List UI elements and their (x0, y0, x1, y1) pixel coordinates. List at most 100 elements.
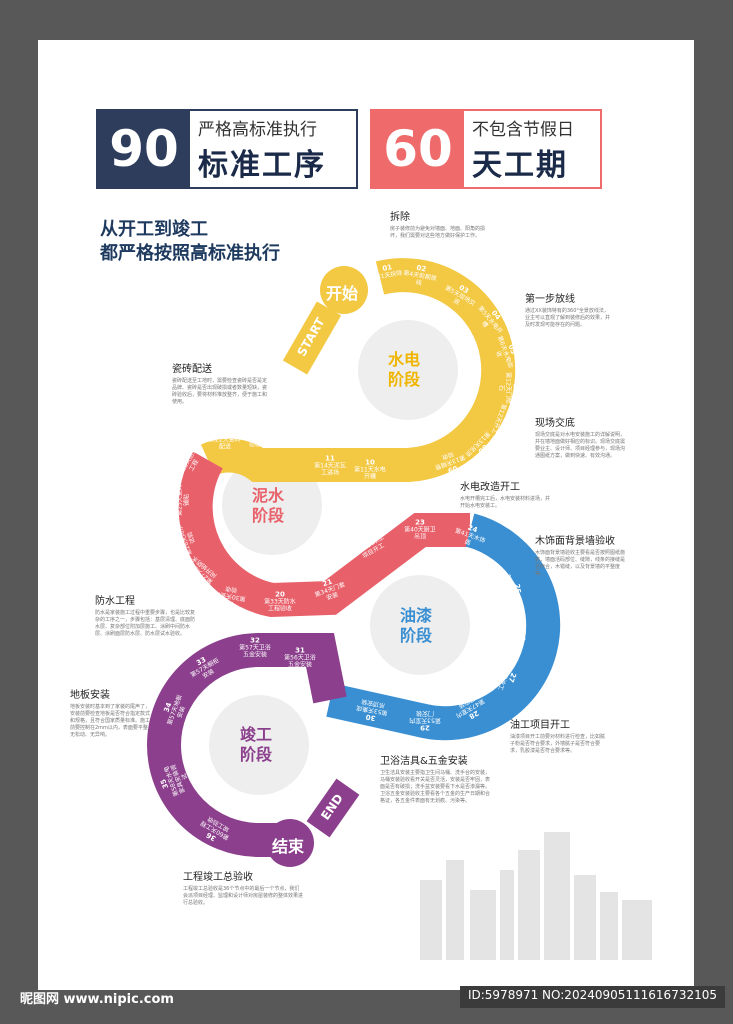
step-label: 第40天厨卫吊顶 (404, 526, 436, 541)
step-label: 第11天水电开槽 (354, 466, 386, 481)
headline: 从开工到竣工 都严格按照高标准执行 (100, 218, 280, 266)
step-number: 20 (275, 590, 285, 599)
footer-right: ID:5978971 NO:20240905111616732105 (459, 986, 725, 1008)
headline-line-2: 都严格按照高标准执行 (100, 243, 280, 264)
badge-number: 60 (372, 111, 464, 187)
step-label: 第15天吊顶 (278, 440, 310, 447)
note-handover: 现场交底 现场交底是对水电安装施工的详解说明，并在墙地面做好相应的标识。现场交底… (535, 414, 625, 460)
band-red (178, 451, 470, 618)
note-title: 油工项目开工 (510, 720, 570, 731)
band-blue (326, 513, 561, 741)
stage-paint: 油漆阶段 (400, 606, 432, 646)
band-purple (147, 633, 347, 857)
step-number: 12 (289, 432, 299, 440)
step-number: 31 (295, 646, 305, 655)
note-body: 木饰面背景墙验收主要看是否按照图纸施做，墙面活码部位、缝隙，线条的接缝是否吻合，… (535, 550, 626, 577)
step-number: 16 (168, 495, 177, 505)
stage-circle-paint (370, 575, 470, 675)
badge-title: 天工期 (472, 147, 568, 183)
stage-hydro: 水电阶段 (388, 350, 420, 390)
note-body: 工程竣工总验收是36个节点中的最后一个节点，我们会派项目经理、监理和设计师对房屋… (183, 886, 304, 906)
note-body: 地板安装时基本到了家装的尾声了，安装前要检查地板是否符合指定款式和规格，且符合国… (70, 704, 153, 738)
start-circle (320, 266, 368, 314)
note-wood: 木饰面背景墙验收 木饰面背景墙验收主要看是否按照图纸施做，墙面活码部位、缝隙，线… (535, 532, 625, 578)
stage-paint-line-1: 油漆 (400, 606, 433, 625)
note-title: 瓷砖配送 (172, 364, 212, 375)
note-title: 卫浴洁具&五金安装 (380, 756, 468, 767)
badge-title: 标准工序 (198, 147, 326, 183)
step-number: 10 (365, 458, 375, 467)
stage-paint-line-2: 阶段 (400, 626, 433, 645)
start-tag (282, 301, 342, 375)
note-body: 防水是家装施工过程中重要步骤，也是比较复杂的工序之一，步骤包括：基层清理、底面防… (95, 610, 196, 637)
note-title: 第一步放线 (525, 294, 575, 305)
stage-finish: 竣工阶段 (240, 725, 272, 765)
stage-hydro-line-1: 水电 (388, 350, 421, 369)
note-body: 现场交底是对水电安装施工的详解说明，并在墙地面做好相应的标识。现场交底需要业主、… (535, 432, 626, 459)
step-label: 第57天卫浴五金安装 (239, 644, 271, 659)
step-label: 第33天防水工程验收 (264, 598, 296, 613)
step-label: 第53天室内门安装 (409, 709, 441, 724)
step-label: 第45天油漆验收 (504, 618, 520, 652)
note-sanitary: 卫浴洁具&五金安装 卫生洁具安装主要指卫生间马桶、洗手台的安装，马桶安装验收看开… (380, 752, 490, 805)
stage-finish-line-1: 竣工 (240, 725, 273, 744)
step-label: 第22天瓷砖配送 (209, 436, 241, 451)
stage-hydro-line-2: 阶段 (388, 370, 421, 389)
footer-left: 昵图网 www.nipic.com (20, 992, 174, 1007)
stage-finish-line-2: 阶段 (240, 745, 273, 764)
badge-number: 90 (98, 111, 190, 187)
stage-circle-hydro (358, 320, 458, 420)
step-number: 32 (250, 636, 260, 645)
badge-subtitle: 严格高标准执行 (198, 119, 317, 140)
start-text: 开始 (326, 284, 359, 303)
poster (38, 40, 694, 990)
end-circle (266, 819, 314, 867)
note-title: 拆除 (390, 212, 410, 223)
end-text: 结束 (272, 837, 305, 856)
step-label: 第12天门框石 (497, 372, 512, 404)
note-body: 通过XX装饰特有的360°全景放线法，业主可以直观了解到装修后的效果，并及时发现… (525, 308, 611, 328)
note-body: 房子装修前为避免对墙面、地面、阳角的损坏，我们需要对这些地方做好保护工作。 (390, 226, 486, 239)
band-yellow (200, 258, 516, 482)
end-tag (306, 778, 360, 838)
note-layout: 第一步放线 通过XX装饰特有的360°全景放线法，业主可以直观了解到装修后的效果… (525, 290, 610, 329)
note-paint-start: 油工项目开工 油漆项目开工前要对材料进行检查，比如腻子粉是否符合要求，外墙腻子是… (510, 716, 605, 755)
step-label: 第14天泥瓦工进场 (314, 462, 346, 477)
note-waterproof: 防水工程 防水是家装施工过程中重要步骤，也是比较复杂的工序之一，步骤包括：基层清… (95, 592, 195, 638)
note-hydro-start: 水电改造开工 水电开槽完工后，水电安装材料进场，并开始水电安装工。 (460, 478, 550, 510)
badge-standard-process: 90 严格高标准执行 标准工序 (96, 109, 358, 189)
note-title: 地板安装 (70, 690, 110, 701)
step-number: 23 (415, 518, 425, 527)
note-final: 工程竣工总验收 工程竣工总验收是36个节点中的最后一个节点，我们会派项目经理、监… (183, 868, 303, 907)
step-number: 11 (325, 454, 335, 463)
stage-circle-finish (209, 695, 309, 795)
step-label: 第21天木工验收 (239, 434, 271, 449)
note-floor: 地板安装 地板安装时基本到了家装的尾声了，安装前要检查地板是否符合指定款式和规格… (70, 686, 154, 739)
stage-mud-line-2: 阶段 (252, 506, 285, 525)
step-number: 29 (420, 723, 430, 732)
note-title: 木饰面背景墙验收 (535, 536, 615, 547)
note-body: 瓷砖配送至工地时，需要检查瓷砖是否是定品牌、瓷砖是否出现破损或者数量短缺，瓷砖验… (172, 378, 268, 405)
note-demolish: 拆除 房子装修前为避免对墙面、地面、阳角的损坏，我们需要对这些地方做好保护工作。 (390, 208, 490, 240)
note-title: 工程竣工总验收 (183, 872, 253, 883)
step-label: 第56天卫浴五金安装 (284, 654, 316, 669)
step-number: 06 (511, 383, 520, 393)
note-body: 卫生洁具安装主要指卫生间马桶、洗手台的安装，马桶安装验收看开关是否灵活，安装是否… (380, 770, 491, 804)
note-title: 防水工程 (95, 596, 135, 607)
stage-mud-line-1: 泥水 (252, 486, 285, 505)
step-number: 14 (220, 428, 230, 437)
note-tile: 瓷砖配送 瓷砖配送至工地时，需要检查瓷砖是否是定品牌、瓷砖是否出现破损或者数量短… (172, 360, 268, 406)
